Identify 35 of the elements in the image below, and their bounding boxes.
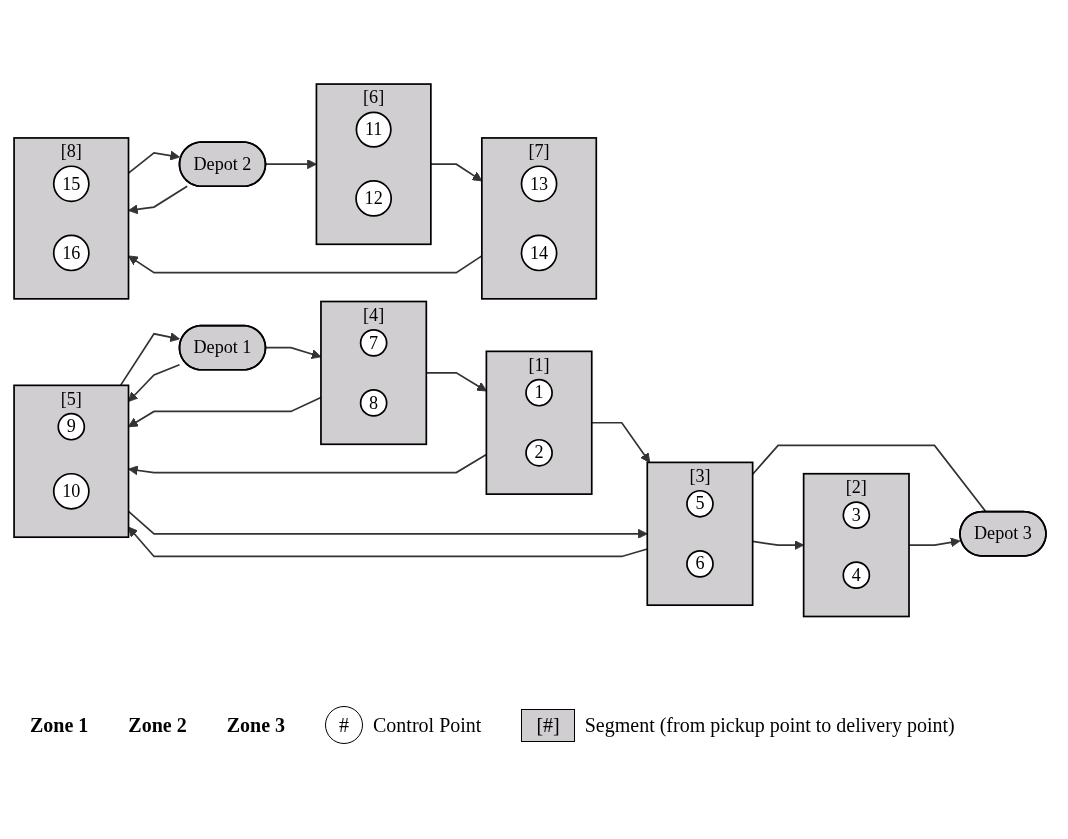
node-circle [686, 549, 714, 578]
zone-label: Zone 1 [30, 713, 89, 737]
node-circle [520, 165, 558, 202]
cluster [320, 300, 428, 445]
arrow [128, 363, 181, 402]
control-point-symbol: # [325, 706, 364, 744]
node-circle [359, 328, 388, 357]
node-circle [520, 234, 558, 272]
arrow [119, 332, 180, 386]
node-circle [686, 489, 714, 518]
node-circle [52, 472, 90, 510]
zone-label: Zone 2 [128, 713, 187, 737]
node-circle [842, 500, 871, 529]
node-circle [525, 378, 553, 407]
cluster [485, 350, 593, 495]
node-circle [52, 165, 90, 202]
legend-text: Segment (from pickup point to delivery point) [584, 713, 955, 737]
cluster [646, 461, 754, 606]
cluster [13, 136, 130, 300]
node-circle [355, 111, 392, 148]
arrow [128, 185, 189, 214]
diagram: [6] 11 12 [8] 15 16 Depot 2 [7] 13 14 [4] 7 8 Depot 1 [1] 1 2 [5] 9 10 [3] 5 6 [2] 3 4 Depot 3 [5, 74, 1055, 626]
node-circle [355, 179, 393, 217]
node-circle [525, 438, 553, 467]
node-circle [52, 234, 90, 272]
node-circle [359, 388, 388, 417]
node-circle [842, 561, 871, 589]
cluster [315, 82, 432, 245]
cluster [481, 136, 598, 300]
legend-text: Control Point [373, 713, 482, 737]
segment-symbol: [#] [521, 708, 575, 742]
cluster [802, 472, 910, 618]
cluster [13, 384, 130, 538]
zone-label: Zone 3 [226, 713, 286, 737]
node-circle [57, 412, 86, 441]
